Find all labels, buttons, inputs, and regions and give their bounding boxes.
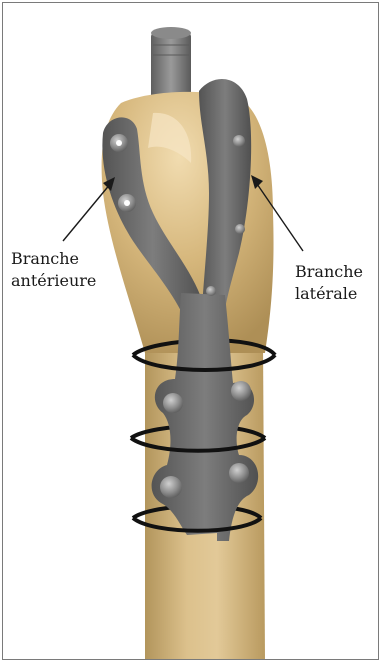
anterior-label-line1: Branche (11, 248, 96, 270)
bone-plate-illustration (3, 3, 379, 660)
anterior-branch-label: Branche antérieure (11, 248, 96, 292)
figure-frame: Branche antérieure Branche latérale (2, 2, 379, 660)
lateral-branch-label: Branche latérale (295, 261, 363, 305)
anterior-label-line2: antérieure (11, 270, 96, 292)
lateral-label-line1: Branche (295, 261, 363, 283)
lateral-label-line2: latérale (295, 283, 363, 305)
